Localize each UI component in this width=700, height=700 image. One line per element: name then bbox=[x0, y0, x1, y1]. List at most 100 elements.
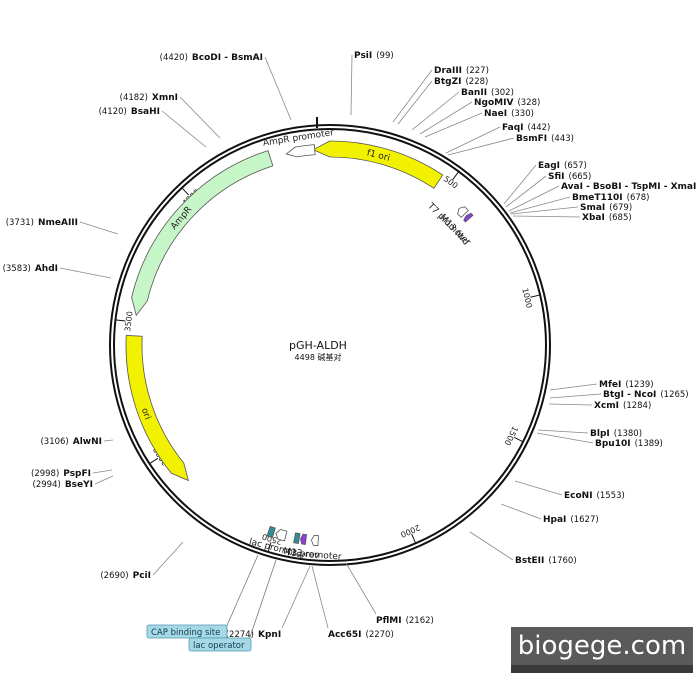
site-xmni: XmnI (4182) bbox=[120, 93, 221, 139]
site-kpni: KpnI (2274) bbox=[226, 565, 311, 640]
svg-text:BseYI: BseYI bbox=[65, 480, 93, 490]
tick-label: 3500 bbox=[123, 311, 134, 332]
feature-t7-promoter bbox=[457, 206, 469, 218]
tick-3500 bbox=[115, 319, 126, 322]
svg-text:BsaHI: BsaHI bbox=[131, 107, 160, 117]
svg-text:SmaI: SmaI bbox=[580, 203, 605, 213]
svg-text:XbaI: XbaI bbox=[582, 213, 605, 223]
svg-text:(1389): (1389) bbox=[635, 439, 663, 449]
svg-text:Acc65I: Acc65I bbox=[328, 630, 362, 640]
svg-text:(442): (442) bbox=[528, 123, 551, 133]
tick-2500 bbox=[267, 542, 272, 553]
svg-text:FaqI: FaqI bbox=[502, 123, 524, 133]
svg-text:BsmFI: BsmFI bbox=[516, 134, 547, 144]
svg-text:(2998): (2998) bbox=[31, 469, 59, 479]
site-naei: NaeI(330) bbox=[424, 109, 534, 138]
svg-text:BanII: BanII bbox=[461, 88, 487, 98]
plasmid-size: 4498 碱基对 bbox=[295, 352, 342, 362]
svg-text:AvaI - BsoBI - TspMI - XmaI: AvaI - BsoBI - TspMI - XmaI bbox=[561, 182, 696, 192]
svg-text:(3731): (3731) bbox=[6, 218, 34, 228]
svg-text:(2690): (2690) bbox=[100, 571, 128, 581]
cap-binding-site-callout: CAP binding site bbox=[146, 554, 259, 639]
site-hpai: HpaI(1627) bbox=[500, 503, 599, 525]
svg-text:(1380): (1380) bbox=[614, 429, 642, 439]
site-smai: SmaI(679) bbox=[510, 203, 632, 215]
svg-text:BtgI - NcoI: BtgI - NcoI bbox=[603, 390, 656, 400]
svg-text:PsiI: PsiI bbox=[354, 51, 372, 61]
site-btgi-ncoi: BtgI - NcoI(1265) bbox=[549, 390, 689, 400]
svg-text:XmnI: XmnI bbox=[152, 93, 178, 103]
site-banii: BanII(302) bbox=[411, 88, 514, 131]
site-bsahi: BsaHI(4120) bbox=[99, 107, 207, 148]
svg-text:(2162): (2162) bbox=[406, 616, 434, 626]
svg-text:Bpu10I: Bpu10I bbox=[595, 439, 631, 449]
tick-3000 bbox=[149, 457, 159, 465]
feature-cap-binding-site bbox=[266, 525, 276, 539]
tick-label: 1000 bbox=[520, 287, 533, 309]
svg-text:CAP binding site: CAP binding site bbox=[151, 628, 220, 638]
site-xbai: XbaI(685) bbox=[512, 213, 632, 223]
lac-operator-callout: lac operator bbox=[188, 559, 277, 652]
feature-label: ori bbox=[139, 407, 152, 421]
svg-text:(4420): (4420) bbox=[160, 53, 188, 63]
svg-text:AhdI: AhdI bbox=[35, 264, 58, 274]
tick-500 bbox=[452, 171, 460, 180]
svg-text:PspFI: PspFI bbox=[63, 469, 91, 479]
site-pspfi: PspFI (2998) bbox=[31, 469, 113, 479]
tick-label: 2000 bbox=[399, 523, 421, 539]
svg-text:NgoMIV: NgoMIV bbox=[474, 98, 513, 108]
svg-text:(678): (678) bbox=[627, 193, 650, 203]
tick-2000 bbox=[411, 533, 417, 544]
site-mfei: MfeI(1239) bbox=[549, 380, 654, 391]
svg-text:XcmI: XcmI bbox=[594, 401, 619, 411]
svg-text:BstEII: BstEII bbox=[515, 556, 544, 566]
svg-text:BlpI: BlpI bbox=[590, 429, 610, 439]
svg-text:(3106): (3106) bbox=[40, 437, 68, 447]
svg-text:(4182): (4182) bbox=[120, 93, 148, 103]
plasmid-name: pGH-ALDH bbox=[289, 339, 347, 352]
svg-text:(228): (228) bbox=[465, 77, 488, 87]
svg-text:PciI: PciI bbox=[133, 571, 151, 581]
svg-text:(2994): (2994) bbox=[33, 480, 61, 490]
site-nmeaiii: NmeAIII (3731) bbox=[6, 218, 119, 235]
site-blpi: BlpI (1380) bbox=[537, 429, 642, 439]
svg-text:(1553): (1553) bbox=[597, 491, 625, 501]
svg-text:(1760): (1760) bbox=[548, 556, 576, 566]
site-bseyi: BseYI (2994) bbox=[33, 475, 114, 490]
restriction-sites: PsiI(99)DraIII(227)BtgZI(228)BanII(302)N… bbox=[3, 51, 697, 640]
svg-text:(227): (227) bbox=[466, 66, 489, 76]
watermark: biogege.com bbox=[511, 627, 693, 665]
svg-text:EagI: EagI bbox=[538, 161, 560, 171]
svg-text:(99): (99) bbox=[376, 51, 393, 61]
tick-label: 1500 bbox=[502, 425, 519, 447]
svg-text:(2270): (2270) bbox=[366, 630, 394, 640]
svg-text:KpnI: KpnI bbox=[258, 630, 281, 640]
tick-1000 bbox=[530, 294, 541, 298]
svg-text:NaeI: NaeI bbox=[484, 109, 507, 119]
svg-text:BmeT110I: BmeT110I bbox=[572, 193, 623, 203]
site-pcii: PciI (2690) bbox=[100, 541, 184, 581]
backbone-outer bbox=[109, 124, 551, 566]
site-pflmi: PflMI(2162) bbox=[345, 562, 434, 626]
svg-text:lac operator: lac operator bbox=[193, 641, 245, 651]
svg-text:HpaI: HpaI bbox=[543, 515, 566, 525]
site-eagi: EagI (657) bbox=[503, 161, 587, 205]
site-sfii: SfiI(665) bbox=[505, 172, 591, 208]
site-alwni: AlwNI(3106) bbox=[40, 437, 114, 447]
svg-text:(2274): (2274) bbox=[226, 630, 254, 640]
site-bmet110i: BmeT110I (678) bbox=[509, 193, 650, 214]
svg-text:(657): (657) bbox=[564, 161, 587, 171]
site-bpu10i: Bpu10I (1389) bbox=[536, 432, 663, 449]
site-bcodi-bsmai: BcoDI - BsmAI(4420) bbox=[160, 53, 292, 121]
site-psii: PsiI (99) bbox=[350, 51, 394, 116]
svg-text:DraIII: DraIII bbox=[434, 66, 462, 76]
site-ngomiv: NgoMIV (328) bbox=[419, 98, 540, 135]
site-econi: EcoNI(1553) bbox=[514, 480, 625, 501]
feature-lac-operator bbox=[293, 532, 301, 544]
svg-text:NmeAIII: NmeAIII bbox=[38, 218, 78, 228]
feature-ori bbox=[125, 334, 189, 482]
svg-text:(328): (328) bbox=[517, 98, 540, 108]
svg-text:(1239): (1239) bbox=[625, 380, 653, 390]
feature-t3-promoter bbox=[310, 534, 319, 547]
